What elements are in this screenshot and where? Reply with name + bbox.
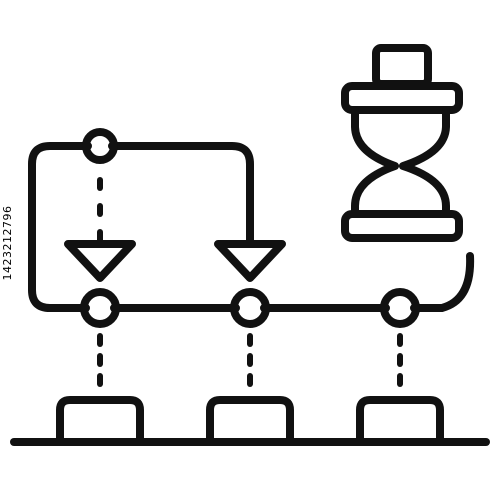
block-middle — [206, 396, 294, 444]
down-arrow-left — [64, 240, 136, 282]
hourglass-top-cap — [372, 44, 432, 88]
hourglass-upper-plate — [341, 82, 463, 114]
hourglass-icon — [341, 44, 463, 242]
node-middle — [230, 288, 270, 328]
node-left — [80, 288, 120, 328]
loop-connector — [28, 142, 92, 312]
block-right — [356, 396, 444, 444]
dashed-connectors — [97, 177, 403, 387]
top-node — [82, 128, 118, 164]
branch-connector — [108, 142, 254, 248]
watermark-id: 1423212796 — [1, 205, 14, 281]
down-arrow-middle — [214, 240, 286, 282]
main-process-line — [110, 252, 475, 312]
block-left — [56, 396, 144, 444]
hourglass-lower-plate — [341, 210, 463, 242]
hourglass-glass — [351, 106, 450, 218]
node-right — [380, 288, 420, 328]
